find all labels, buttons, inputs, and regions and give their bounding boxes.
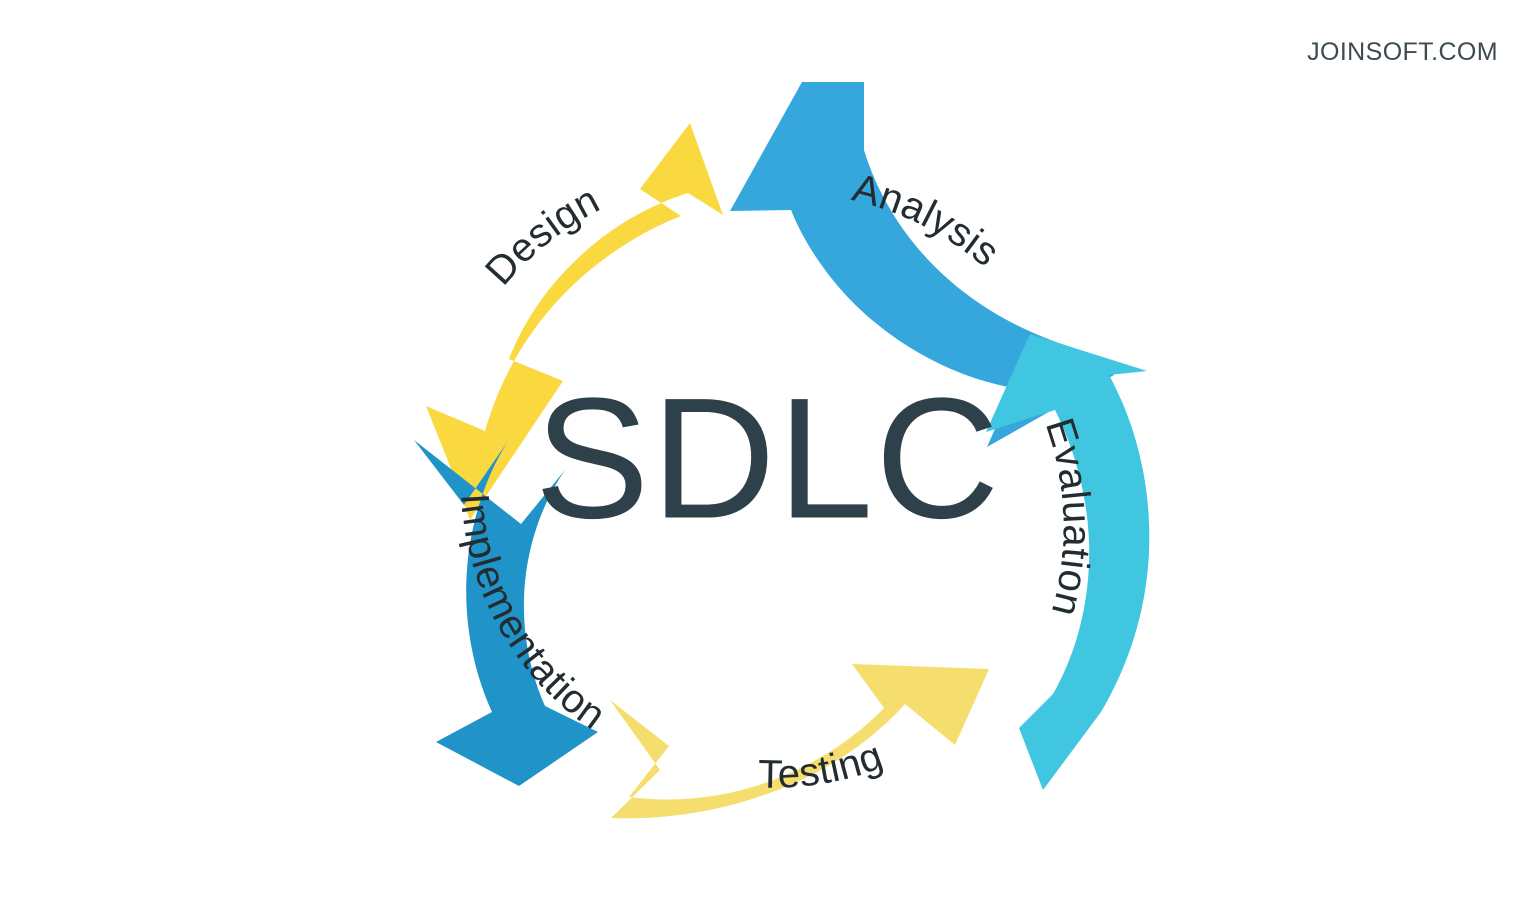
center-title-sdlc: SDLC: [535, 362, 1002, 554]
design-arrow-shape[interactable]: [426, 123, 723, 520]
watermark-joinsoft: JOINSOFT.COM: [1307, 38, 1498, 66]
analysis-arrow-shape[interactable]: [730, 82, 1114, 447]
implementation-arrow-shape[interactable]: [414, 440, 598, 786]
stage-arrow-testing[interactable]: Testing: [610, 664, 989, 819]
testing-arrow-shape[interactable]: [610, 664, 989, 819]
design-label: Design: [477, 178, 607, 294]
stage-arrow-evaluation[interactable]: Evaluation: [986, 334, 1150, 790]
testing-label: Testing: [758, 734, 889, 797]
evaluation-arrow-shape[interactable]: [986, 334, 1150, 790]
